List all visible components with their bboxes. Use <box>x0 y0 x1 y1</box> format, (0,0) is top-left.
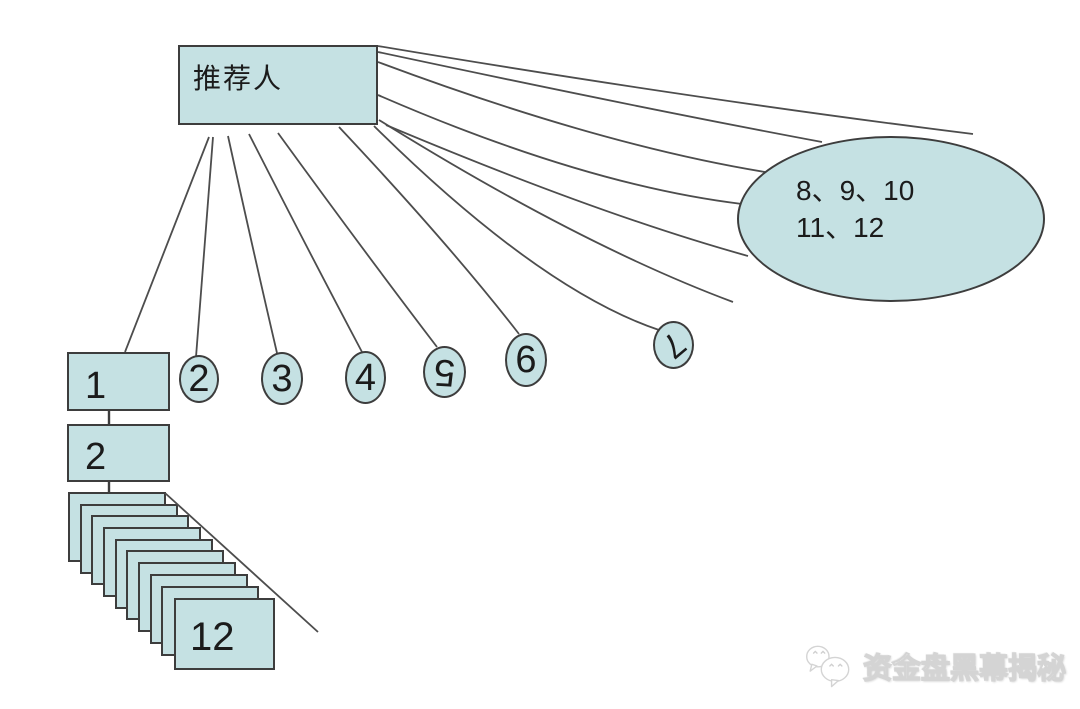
line-root-to-rect1 <box>124 136 210 353</box>
chain-rect-12-label: 12 <box>190 615 235 659</box>
chat-bubbles-icon <box>806 645 850 688</box>
chain-rect-12: 12 <box>174 598 275 670</box>
circle-node-3: 3 <box>261 352 303 405</box>
ellipse-node-text: 8、9、10 11、12 <box>739 138 1043 246</box>
watermark: 资金盘黑幕揭秘 <box>803 636 1073 696</box>
circle-node-6-label: 6 <box>515 339 537 381</box>
line-root-to-circle4 <box>248 133 363 353</box>
line-root-to-ellipse-c <box>377 61 766 173</box>
root-node-label: 推荐人 <box>193 63 284 94</box>
line-root-to-circle2 <box>195 136 214 358</box>
circle-node-2-label: 2 <box>188 358 210 400</box>
circle-node-4-label: 4 <box>354 356 377 399</box>
circle-node-3-label: 3 <box>271 357 293 400</box>
line-root-to-circle3 <box>227 135 278 354</box>
line-root-to-circle6 <box>338 126 520 335</box>
chain-rect-2-label: 2 <box>85 436 107 478</box>
circle-node-4: 4 <box>345 351 386 404</box>
ellipse-line-2: 11、12 <box>796 212 885 243</box>
chain-rect-1-label: 1 <box>85 365 107 407</box>
circle-node-5-label: 5 <box>432 350 457 394</box>
line-root-to-ellipse-d <box>377 94 743 205</box>
fan-lines <box>124 45 974 358</box>
chain-rect-1: 1 <box>67 352 170 411</box>
watermark-text: 资金盘黑幕揭秘 <box>862 652 1067 685</box>
line-root-to-circle5 <box>277 132 438 348</box>
root-node-referrer: 推荐人 <box>178 45 378 125</box>
line-root-to-ellipse-e <box>385 124 749 257</box>
circle-node-2: 2 <box>179 355 219 403</box>
circle-node-7: 7 <box>653 321 694 369</box>
chain-rect-2: 2 <box>67 424 170 482</box>
line-root-to-ellipse-a <box>377 45 974 135</box>
ellipse-node-8-to-12: 8、9、10 11、12 <box>737 136 1045 302</box>
stack-diagonal-line <box>164 492 319 633</box>
ellipse-line-1: 8、9、10 <box>796 175 915 206</box>
circle-node-7-label: 7 <box>654 324 693 366</box>
circle-node-5: 5 <box>423 346 466 398</box>
line-root-to-ellipse-b <box>377 51 823 143</box>
line-root-to-ellipse-f <box>378 119 734 303</box>
line-root-to-circle7 <box>373 125 660 331</box>
circle-node-6: 6 <box>505 333 547 387</box>
